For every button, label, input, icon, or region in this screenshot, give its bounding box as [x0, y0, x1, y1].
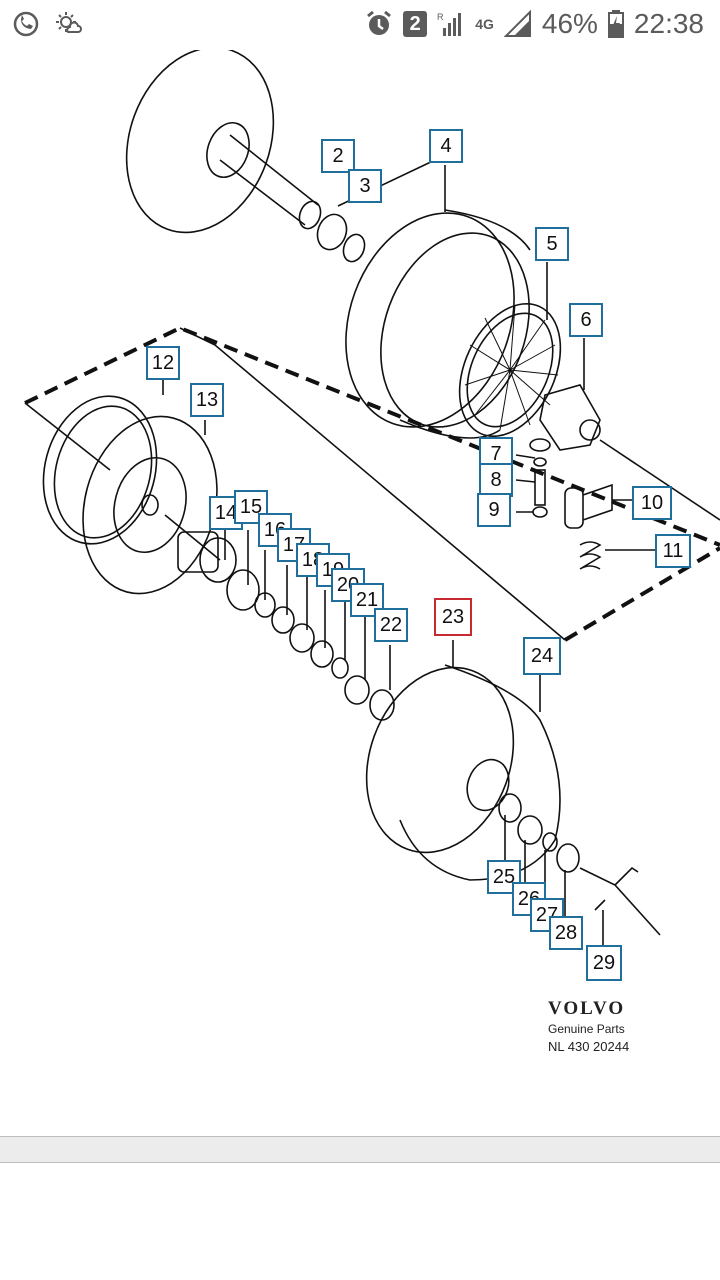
network-type: 4G — [475, 16, 494, 32]
signal-icon — [503, 9, 532, 38]
callout-4[interactable]: 4 — [429, 129, 463, 163]
callout-9[interactable]: 9 — [477, 493, 511, 527]
exploded-view-drawing — [24, 46, 720, 945]
callout-22[interactable]: 22 — [374, 608, 408, 642]
callout-11[interactable]: 11 — [655, 534, 691, 568]
callout-29[interactable]: 29 — [586, 945, 622, 981]
callout-2[interactable]: 2 — [321, 139, 355, 173]
callout-12[interactable]: 12 — [146, 346, 180, 380]
callout-13[interactable]: 13 — [190, 383, 224, 417]
battery-icon — [607, 10, 624, 38]
callout-5[interactable]: 5 — [535, 227, 569, 261]
sim-badge: 2 — [403, 11, 428, 37]
callout-24[interactable]: 24 — [523, 637, 561, 675]
callout-8[interactable]: 8 — [479, 463, 513, 497]
viber-icon — [12, 10, 40, 38]
callout-6[interactable]: 6 — [569, 303, 603, 337]
volvo-logo: VOLVO — [548, 998, 626, 1019]
bottom-toolbar — [0, 1136, 720, 1163]
callout-15[interactable]: 15 — [234, 490, 268, 524]
status-bar: 2 R 4G 46% 22:38 — [0, 0, 720, 50]
diagram-code: NL 430 20244 — [548, 1039, 630, 1054]
alarm-icon — [365, 10, 393, 38]
weather-icon — [54, 10, 82, 38]
battery-percent: 46% — [541, 8, 598, 39]
callout-10[interactable]: 10 — [632, 486, 672, 520]
callout-21[interactable]: 21 — [350, 583, 384, 617]
brand-subtitle: Genuine Parts — [548, 1022, 625, 1036]
roaming-signal-icon: R — [437, 10, 465, 38]
callout-3[interactable]: 3 — [348, 169, 382, 203]
callout-23-selected[interactable]: 23 — [434, 598, 472, 636]
brand-block: VOLVO Genuine Parts NL 430 20244 — [548, 998, 648, 1054]
callout-28[interactable]: 28 — [549, 916, 583, 950]
parts-diagram: 2 3 4 5 6 7 8 9 10 11 12 13 14 15 16 17 … — [0, 46, 720, 1130]
clock: 22:38 — [633, 8, 704, 39]
svg-text:R: R — [437, 12, 444, 22]
